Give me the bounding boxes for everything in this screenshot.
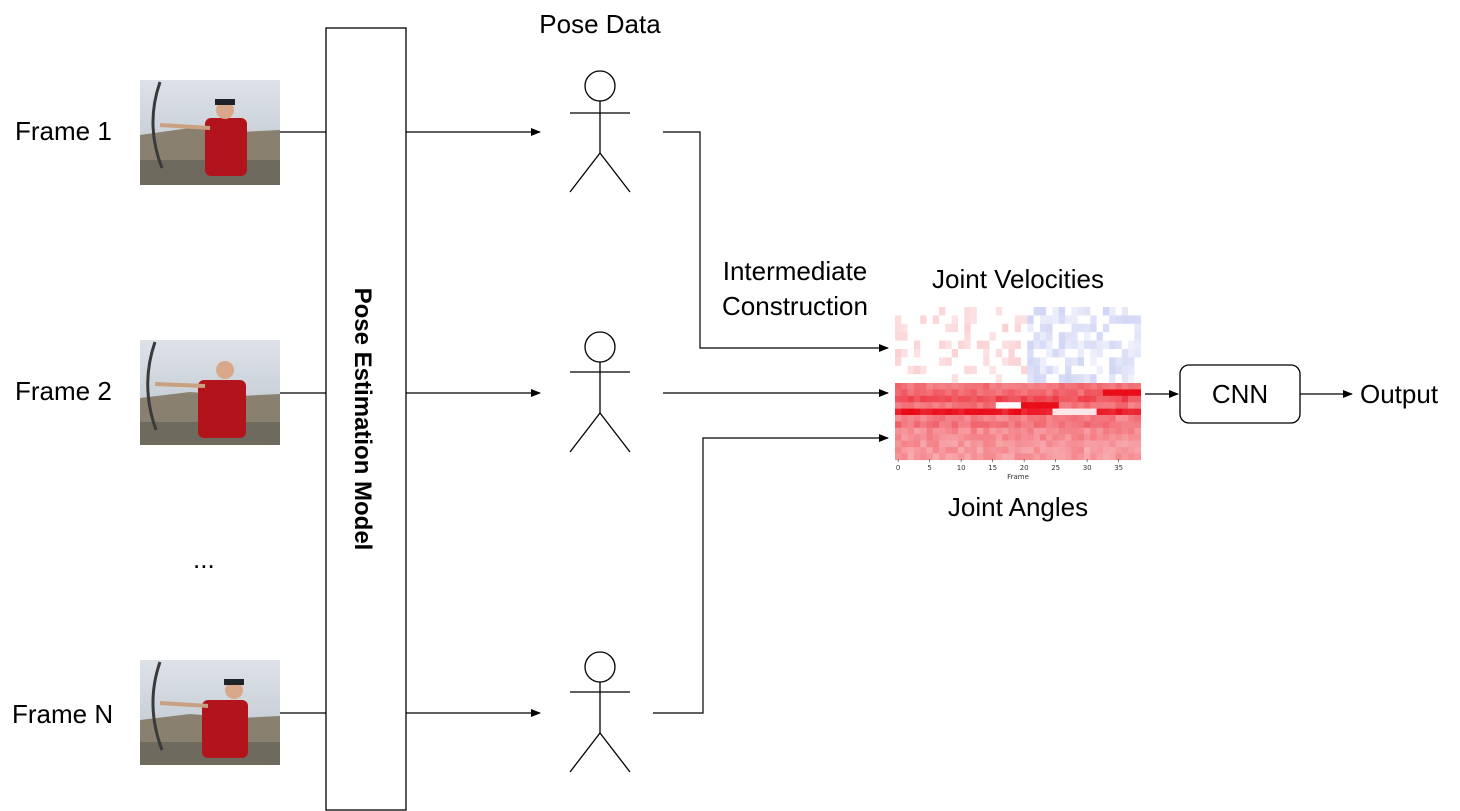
joint-angles-label: Joint Angles	[948, 492, 1088, 522]
intermediate-construction-label-line1: Intermediate	[723, 256, 868, 286]
heatmap-x-axis-label: Frame	[1007, 473, 1029, 481]
pose-1-to-heatmap-connector	[663, 131, 889, 352]
pose-estimation-model-label: Pose Estimation Model	[349, 288, 376, 551]
stick-figure-1-icon	[569, 70, 631, 193]
heatmap-x-tick-label: 35	[1114, 464, 1123, 472]
pose-n-to-heatmap-connector	[653, 434, 889, 714]
heatmap-x-tick-label: 5	[927, 464, 931, 472]
cnn-label: CNN	[1212, 379, 1268, 409]
heatmap-x-tick-label: 10	[957, 464, 966, 472]
intermediate-construction-label-line2: Construction	[722, 291, 868, 321]
pose-data-title: Pose Data	[539, 9, 661, 39]
heatmap-x-axis: 0 5 10 15 20 25 30 35	[896, 459, 1123, 472]
heatmap-x-tick-label: 30	[1083, 464, 1092, 472]
output-label: Output	[1360, 379, 1439, 409]
stick-figure-2-icon	[569, 331, 631, 453]
frame-1-thumbnail	[140, 80, 280, 185]
heatmap-x-tick-label: 25	[1051, 464, 1060, 472]
frame-2-label: Frame 2	[15, 376, 112, 406]
heatmap-x-tick-label: 0	[896, 464, 900, 472]
frame-n-thumbnail	[140, 660, 280, 765]
joint-velocities-label: Joint Velocities	[932, 264, 1104, 294]
frame-2-thumbnail	[140, 340, 280, 445]
frame-n-label: Frame N	[12, 699, 113, 729]
frames-ellipsis: ...	[193, 544, 215, 574]
pose-estimation-model-box	[325, 27, 407, 811]
joint-heatmap	[895, 307, 1141, 461]
heatmap-x-tick-label: 20	[1020, 464, 1029, 472]
frame-1-label: Frame 1	[15, 116, 112, 146]
heatmap-x-tick-label: 15	[988, 464, 997, 472]
stick-figure-n-icon	[569, 651, 631, 773]
